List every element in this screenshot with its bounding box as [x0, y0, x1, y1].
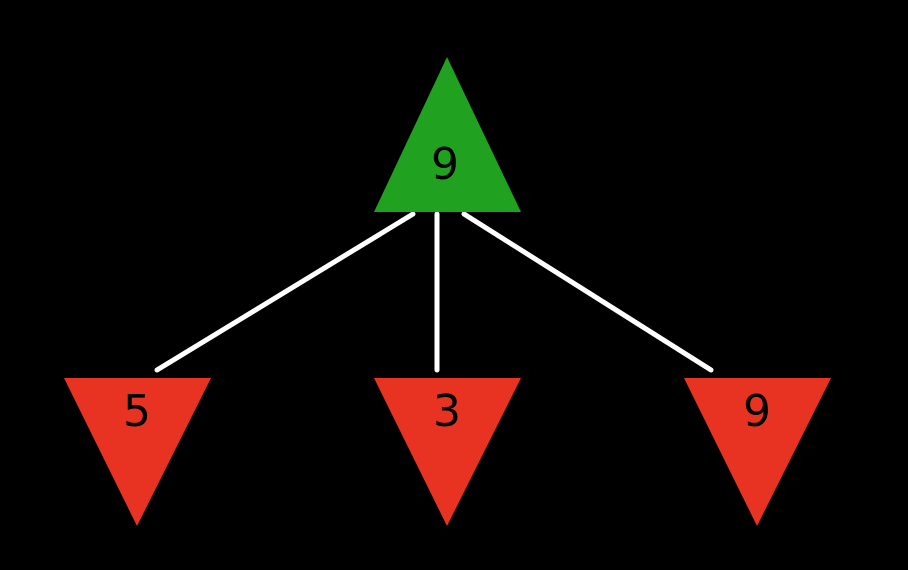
- child-1-value-label: 3: [433, 386, 461, 437]
- child-node-2: 9: [684, 378, 831, 526]
- root-node: 9: [374, 57, 521, 212]
- child-node-0: 5: [64, 378, 211, 526]
- max-node-triangle: [374, 57, 521, 212]
- child-2-value-label: 9: [743, 386, 771, 437]
- min-node-triangle: [64, 378, 211, 526]
- min-node-triangle: [374, 378, 521, 526]
- edge-root-to-child-0: [154, 211, 416, 373]
- child-0-value-label: 5: [123, 386, 151, 437]
- edges: [154, 211, 714, 373]
- root-value-label: 9: [431, 139, 459, 190]
- edge-root-to-child-2: [461, 211, 714, 373]
- min-node-triangle: [684, 378, 831, 526]
- child-node-1: 3: [374, 378, 521, 526]
